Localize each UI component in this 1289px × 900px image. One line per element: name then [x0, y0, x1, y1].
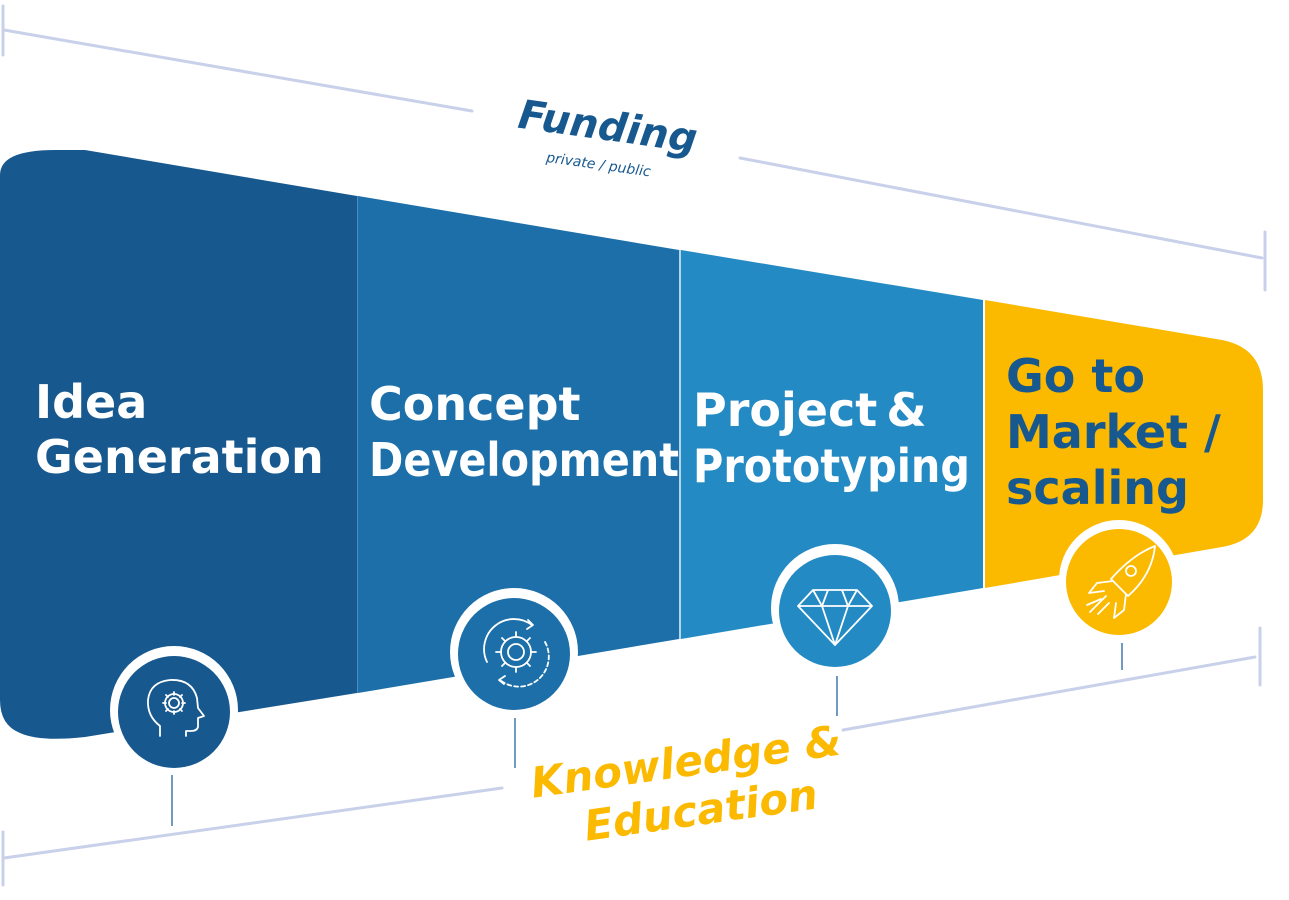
connector-ticks — [171, 643, 1123, 826]
stage-titles: Idea Generation Concept Development Proj… — [35, 349, 1221, 515]
stage-title-line: Prototyping — [693, 439, 970, 493]
funding-bracket-right-line — [738, 156, 1264, 260]
head-gear-icon — [147, 679, 205, 737]
funding-title: Funding — [516, 92, 701, 163]
stage-title-line: Generation — [35, 430, 324, 484]
funding-label: Funding private / public — [516, 92, 701, 181]
stage-icon-badge-project — [771, 544, 899, 672]
stage-icon-badge-concept — [450, 588, 578, 716]
stage-title-project-prototyping: Project & Prototyping — [693, 383, 970, 493]
stage-title-line: scaling — [1006, 461, 1189, 515]
funding-bracket-left-line — [2, 28, 474, 113]
stage-title-line: Project & — [693, 383, 927, 437]
stage-title-line: Market / — [1006, 405, 1221, 459]
knowledge-bracket-right-line — [841, 655, 1257, 732]
stage-icon-badge-market — [1059, 520, 1179, 640]
knowledge-label: Knowledge & Education — [528, 716, 845, 851]
stage-title-line: Idea — [35, 375, 147, 429]
knowledge-bracket-left-line — [2, 786, 504, 860]
stage-title-line: Concept — [369, 377, 581, 431]
funding-subtitle: private / public — [544, 150, 652, 181]
badge-fill — [779, 555, 891, 667]
funnel — [0, 150, 1263, 739]
stage-title-line: Development — [369, 433, 679, 487]
funding-bracket — [1, 4, 1267, 292]
stage-title-line: Go to — [1006, 349, 1145, 403]
rocket-icon — [1086, 545, 1156, 619]
stage-panel-go-to-market — [985, 300, 1263, 588]
badge-fill — [458, 598, 570, 710]
knowledge-bracket — [1, 626, 1262, 887]
stage-panel-idea-generation — [0, 150, 357, 739]
diamond-icon — [797, 589, 873, 646]
stage-title-concept-development: Concept Development — [369, 377, 679, 487]
stage-title-go-to-market: Go to Market / scaling — [1006, 349, 1221, 515]
stage-panel-project-prototyping — [681, 250, 983, 639]
stage-title-idea-generation: Idea Generation — [35, 375, 324, 484]
badge-fill — [1066, 529, 1172, 635]
gear-cycle-icon — [483, 618, 550, 688]
stage-icon-badge-idea — [110, 646, 238, 774]
stage-panel-concept-development — [358, 196, 679, 693]
